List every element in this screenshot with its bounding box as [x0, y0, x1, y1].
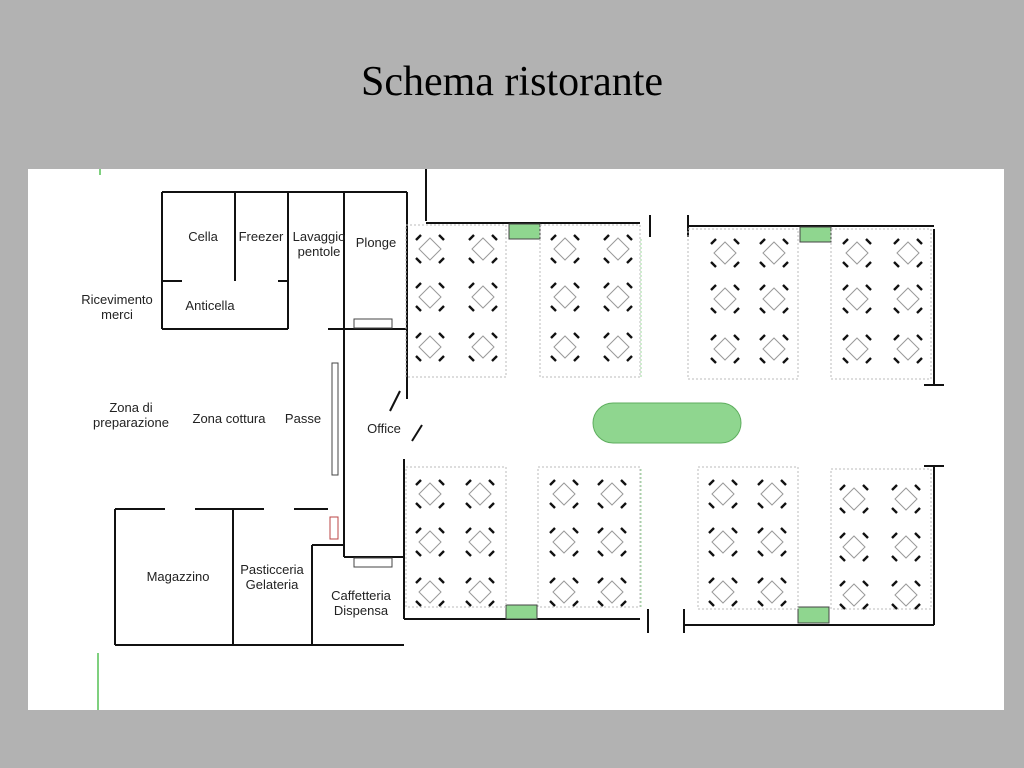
- room-label-pasticceria-gelateria: Pasticceria Gelateria: [240, 562, 304, 592]
- room-label-cella: Cella: [188, 229, 218, 244]
- dining-table: [759, 238, 789, 268]
- room-label-caffetteria-dispensa: Caffetteria Dispensa: [331, 588, 391, 618]
- dining-table: [415, 577, 445, 607]
- table-section: [687, 228, 799, 380]
- table-section: [405, 224, 507, 378]
- dining-table: [415, 282, 445, 312]
- dining-table: [891, 484, 921, 514]
- dining-walls: [404, 193, 944, 633]
- room-label-plonge: Plonge: [355, 235, 397, 250]
- dining-table: [759, 284, 789, 314]
- dining-table: [759, 334, 789, 364]
- dining-table: [893, 284, 923, 314]
- room-label-office: Office: [367, 421, 401, 436]
- restaurant-floor-plan: Cella Freezer Lavaggio pentole Plonge Ri…: [28, 169, 1004, 710]
- dining-table: [550, 332, 580, 362]
- dining-table: [842, 334, 872, 364]
- room-label-anticella: Anticella: [185, 298, 235, 313]
- dining-table: [468, 332, 498, 362]
- green-accents: [505, 223, 832, 624]
- dining-table: [710, 238, 740, 268]
- dining-table: [465, 479, 495, 509]
- dining-table: [893, 238, 923, 268]
- table-section: [539, 224, 641, 378]
- dining-table: [710, 284, 740, 314]
- dining-table: [839, 532, 869, 562]
- dining-table: [842, 284, 872, 314]
- dining-table: [891, 532, 921, 562]
- table-section: [537, 466, 641, 608]
- dining-table: [415, 527, 445, 557]
- dining-table: [597, 577, 627, 607]
- dining-table: [839, 484, 869, 514]
- dining-table: [603, 234, 633, 264]
- dining-table: [757, 577, 787, 607]
- dining-table: [603, 332, 633, 362]
- dining-table: [757, 479, 787, 509]
- dining-table: [549, 527, 579, 557]
- dining-table: [757, 527, 787, 557]
- dining-table: [550, 282, 580, 312]
- dining-table: [468, 234, 498, 264]
- dining-table: [468, 282, 498, 312]
- table-section: [405, 466, 507, 608]
- dining-table: [891, 580, 921, 610]
- dining-table: [708, 479, 738, 509]
- floor-plan-drawing: [97, 169, 944, 710]
- dining-table: [550, 234, 580, 264]
- dining-table: [603, 282, 633, 312]
- central-buffet: [592, 402, 742, 444]
- dining-table: [597, 479, 627, 509]
- room-label-freezer: Freezer: [238, 229, 284, 244]
- dining-table: [415, 234, 445, 264]
- table-section: [697, 466, 799, 610]
- dining-table: [415, 332, 445, 362]
- dining-table: [842, 238, 872, 268]
- kitchen-walls: [114, 191, 423, 646]
- room-label-zona-preparazione: Zona di preparazione: [93, 400, 169, 430]
- passe-counter: [331, 362, 339, 476]
- dining-table: [465, 577, 495, 607]
- room-label-ricevimento-merci: Ricevimento merci: [81, 292, 153, 322]
- dining-table: [839, 580, 869, 610]
- dining-tables: [405, 224, 932, 610]
- room-label-magazzino: Magazzino: [146, 569, 210, 584]
- room-label-passe: Passe: [284, 411, 322, 426]
- dining-table: [708, 577, 738, 607]
- dining-table: [465, 527, 495, 557]
- dining-table: [549, 577, 579, 607]
- slide-title: Schema ristorante: [360, 59, 664, 105]
- room-label-zona-cottura: Zona cottura: [192, 411, 266, 426]
- dining-table: [597, 527, 627, 557]
- dining-table: [710, 334, 740, 364]
- dining-table: [708, 527, 738, 557]
- table-section: [830, 228, 932, 380]
- dining-table: [893, 334, 923, 364]
- dining-table: [549, 479, 579, 509]
- room-label-lavaggio-pentole: Lavaggio pentole: [292, 229, 346, 259]
- dining-table: [415, 479, 445, 509]
- table-section: [830, 468, 932, 610]
